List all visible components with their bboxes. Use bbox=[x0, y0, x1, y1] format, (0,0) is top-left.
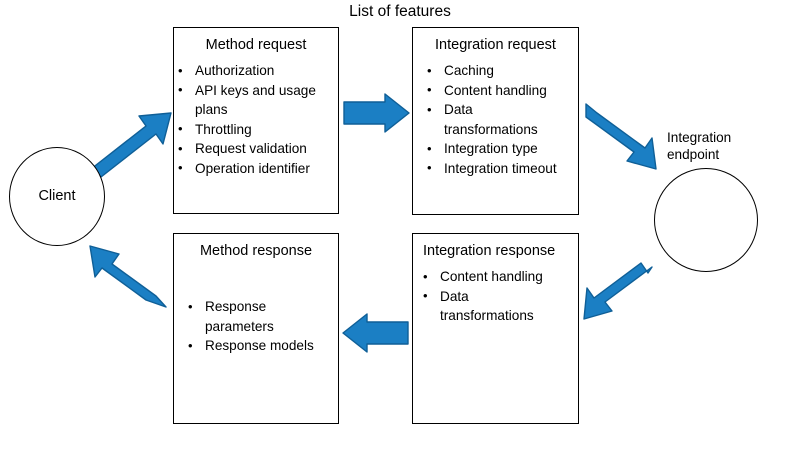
list-item: Authorization bbox=[174, 61, 330, 81]
list-item: Operation identifier bbox=[174, 158, 330, 179]
list-item: Throttling bbox=[174, 119, 330, 140]
list-item: Data transformations bbox=[419, 286, 564, 326]
node-integration-request[interactable]: Integration request Caching Content hand… bbox=[412, 27, 579, 215]
node-method-response[interactable]: Method response Response parameters Resp… bbox=[173, 233, 339, 424]
arrow-integration-request-to-endpoint bbox=[585, 103, 657, 170]
arrow-integration-response-to-method-response bbox=[342, 313, 409, 353]
list-item: Response parameters bbox=[184, 297, 328, 336]
arrow-method-response-to-client bbox=[89, 245, 167, 308]
list-item: Content handling bbox=[423, 80, 570, 101]
node-client[interactable]: Client bbox=[9, 147, 105, 246]
list-item: Request validation bbox=[174, 139, 330, 159]
list-item: Data transformations bbox=[423, 100, 570, 139]
integration-response-title: Integration response bbox=[423, 243, 556, 259]
diagram-title: List of features bbox=[349, 3, 451, 20]
list-item: Content handling bbox=[419, 267, 564, 287]
integration-endpoint-label-line2: endpoint bbox=[667, 147, 720, 162]
client-label: Client bbox=[38, 188, 76, 204]
arrow-client-to-method-request bbox=[90, 112, 172, 178]
list-item: Integration type bbox=[423, 139, 570, 159]
method-request-bullets: Authorization API keys and usage plans T… bbox=[174, 61, 338, 178]
integration-request-bullets: Caching Content handling Data transforma… bbox=[413, 61, 578, 178]
list-item: API keys and usage plans bbox=[174, 80, 330, 120]
method-response-title: Method response bbox=[199, 243, 313, 259]
method-response-bullets: Response parameters Response models bbox=[174, 297, 338, 356]
node-integration-endpoint[interactable] bbox=[654, 168, 758, 272]
node-method-request[interactable]: Method request Authorization API keys an… bbox=[173, 27, 339, 214]
arrow-endpoint-to-integration-response bbox=[583, 262, 653, 320]
arrow-method-request-to-integration-request bbox=[343, 93, 410, 133]
integration-request-title: Integration request bbox=[435, 37, 556, 53]
integration-response-bullets: Content handling Data transformations bbox=[413, 267, 578, 326]
list-item: Caching bbox=[423, 61, 570, 81]
method-request-title: Method request bbox=[205, 37, 307, 53]
list-item: Response models bbox=[184, 336, 328, 356]
list-item: Integration timeout bbox=[423, 158, 570, 179]
integration-endpoint-label-line1: Integration bbox=[667, 130, 732, 145]
node-integration-response[interactable]: Integration response Content handling Da… bbox=[412, 233, 579, 424]
